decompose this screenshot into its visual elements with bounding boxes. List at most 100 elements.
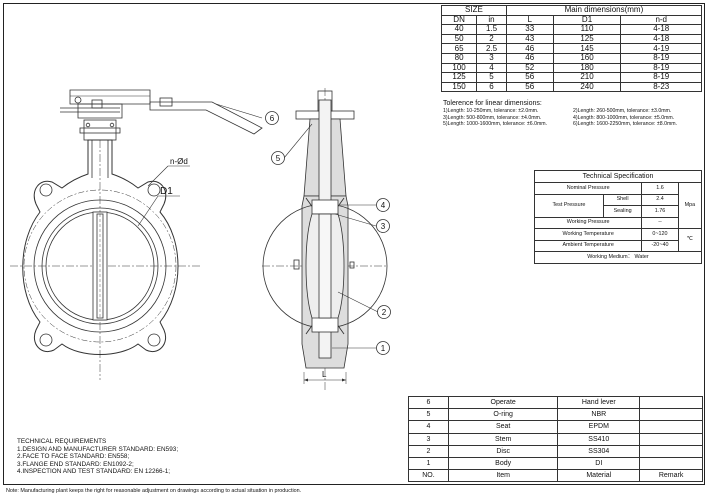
bom-cell [639,395,703,410]
bom-cell: 6 [408,395,449,410]
spec-working-pressure-label: Working Pressure [533,216,643,229]
tech-req-item: 2.FACE TO FACE STANDARD: EN558; [17,453,130,461]
bom-cell: DI [557,456,641,471]
dim-cell: 110 [552,24,622,35]
dim-cell: 180 [552,62,622,74]
callout-4: 4 [381,201,386,210]
front-view [10,89,279,380]
tolerance-notes: Tolerence for linear dimensions: 1)Lengt… [443,100,703,128]
bom-cell: Operate [447,395,559,410]
spec-working-temp-value: 0~120 [641,228,679,241]
tech-req-item: 4.INSPECTION AND TEST STANDARD: EN 12266… [17,468,171,476]
dim-col-in: in [476,14,507,26]
dim-cell: 52 [505,62,554,74]
spec-temp-unit: ℃ [677,228,703,252]
callout-3: 3 [381,222,386,231]
dim-cell: 46 [505,43,554,54]
dimension-table: SIZE Main dimensions(mm) DN in L D1 n-d … [440,5,703,93]
tolerance-item: 1)Length: 10-250mm, tolerance: ±2.0mm. [443,108,539,114]
tech-req-item: 3.FLANGE END STANDARD: EN1092-2; [17,460,134,468]
bom-cell: 5 [408,408,449,422]
dim-cell: 80 [440,52,478,64]
dim-cell: 8-19 [620,62,702,74]
bom-cell: Hand lever [557,395,641,410]
bom-cell: EPDM [557,420,641,434]
footer-note: Note: Manufacturing plant keeps the righ… [6,488,302,494]
spec-nominal-label: Nominal Pressure [533,182,643,195]
spec-medium: Working Medium： Water [534,251,702,264]
bom-cell: SS304 [557,444,641,458]
dim-cell: 210 [552,72,622,83]
dim-cell: 56 [505,81,554,93]
dim-size-header: SIZE [441,5,507,16]
table-row: 80 3 46 160 8-19 [440,52,702,64]
bom-header-item: Item [447,469,559,483]
bom-header-remark: Remark [639,469,703,483]
spec-sealing-label: Sealing [602,205,643,218]
table-row: 3 Stem SS410 [408,432,703,446]
table-row: 5 O-ring NBR [408,408,703,422]
dim-cell: 65 [440,43,478,54]
dim-cell: 3 [476,52,507,64]
bom-cell: Seat [447,420,559,434]
bom-cell: Stem [447,432,559,446]
dim-cell: 5 [476,72,507,83]
dim-col-dn: DN [440,14,478,26]
spec-ambient-temp-value: -20~40 [641,239,679,252]
bom-table: 6 Operate Hand lever 5 O-ring NBR 4 Seat… [408,395,703,483]
table-row: 50 2 43 125 4-18 [440,33,702,45]
label-l: L [322,370,327,379]
bom-cell: 4 [408,420,449,434]
tolerance-item: 6)Length: 1600-2250mm, tolerance: ±8.0mm… [573,121,678,128]
tech-req-item: 1.DESIGN AND MANUFACTURER STANDARD: EN59… [17,445,179,453]
bom-cell [639,456,703,471]
label-d1: D1 [160,186,173,197]
bom-header-material: Material [557,469,641,483]
spec-test-label: Test Pressure [534,193,604,218]
bom-header-no: NO. [408,469,449,483]
spec-shell-label: Shell [602,193,643,206]
dim-cell: 2.5 [476,43,507,54]
dim-cell: 150 [440,81,478,93]
dim-cell: 4-19 [620,43,702,54]
bom-cell: 3 [408,432,449,446]
dim-cell: 8-23 [620,81,702,93]
table-row: 6 Operate Hand lever [408,395,703,410]
spec-medium-label: Working Medium： [587,253,634,260]
technical-requirements: TECHNICAL REQUIREMENTS 1.DESIGN AND MANU… [17,438,178,476]
dim-cell: 160 [552,52,622,64]
dim-cell: 100 [440,62,478,74]
spec-medium-value: Water [634,253,649,260]
table-row: 2 Disc SS304 [408,444,703,458]
tolerance-item: 4)Length: 800-1000mm, tolerance: ±5.0mm. [573,114,675,121]
dim-cell: 4 [476,62,507,74]
table-row: 125 5 56 210 8-19 [440,72,702,83]
table-row: 4 Seat EPDM [408,420,703,434]
spec-ambient-temp-label: Ambient Temperature [533,239,643,252]
bom-cell: 2 [408,444,449,458]
spec-nominal-value: 1.6 [641,182,679,195]
dim-cell: 40 [440,24,478,35]
bom-cell [639,420,703,434]
dim-cell: 50 [440,33,478,45]
tolerance-item: 2)Length: 260-500mm, tolerance: ±3.0mm. [573,108,672,114]
dim-cell: 46 [505,52,554,64]
bom-cell [639,432,703,446]
dim-cell: 43 [505,33,554,45]
dim-cell: 1.5 [476,24,507,35]
tolerance-item: 5)Length: 1000-1600mm, tolerance: ±6.0mm… [443,121,548,128]
spec-shell-value: 2.4 [641,193,679,206]
table-row: 65 2.5 46 145 4-19 [440,43,702,54]
dim-cell: 33 [505,24,554,35]
callout-2: 2 [382,308,387,317]
table-row: 40 1.5 33 110 4-18 [440,24,702,35]
spec-working-temp-label: Working Temperature [533,228,643,241]
dim-cell: 8-19 [620,72,702,83]
bom-cell: O-ring [447,408,559,422]
spec-title: Technical Specification [534,170,702,183]
callout-5: 5 [276,154,281,163]
dim-cell: 125 [552,33,622,45]
bom-cell [639,408,703,422]
bom-cell: SS410 [557,432,641,446]
